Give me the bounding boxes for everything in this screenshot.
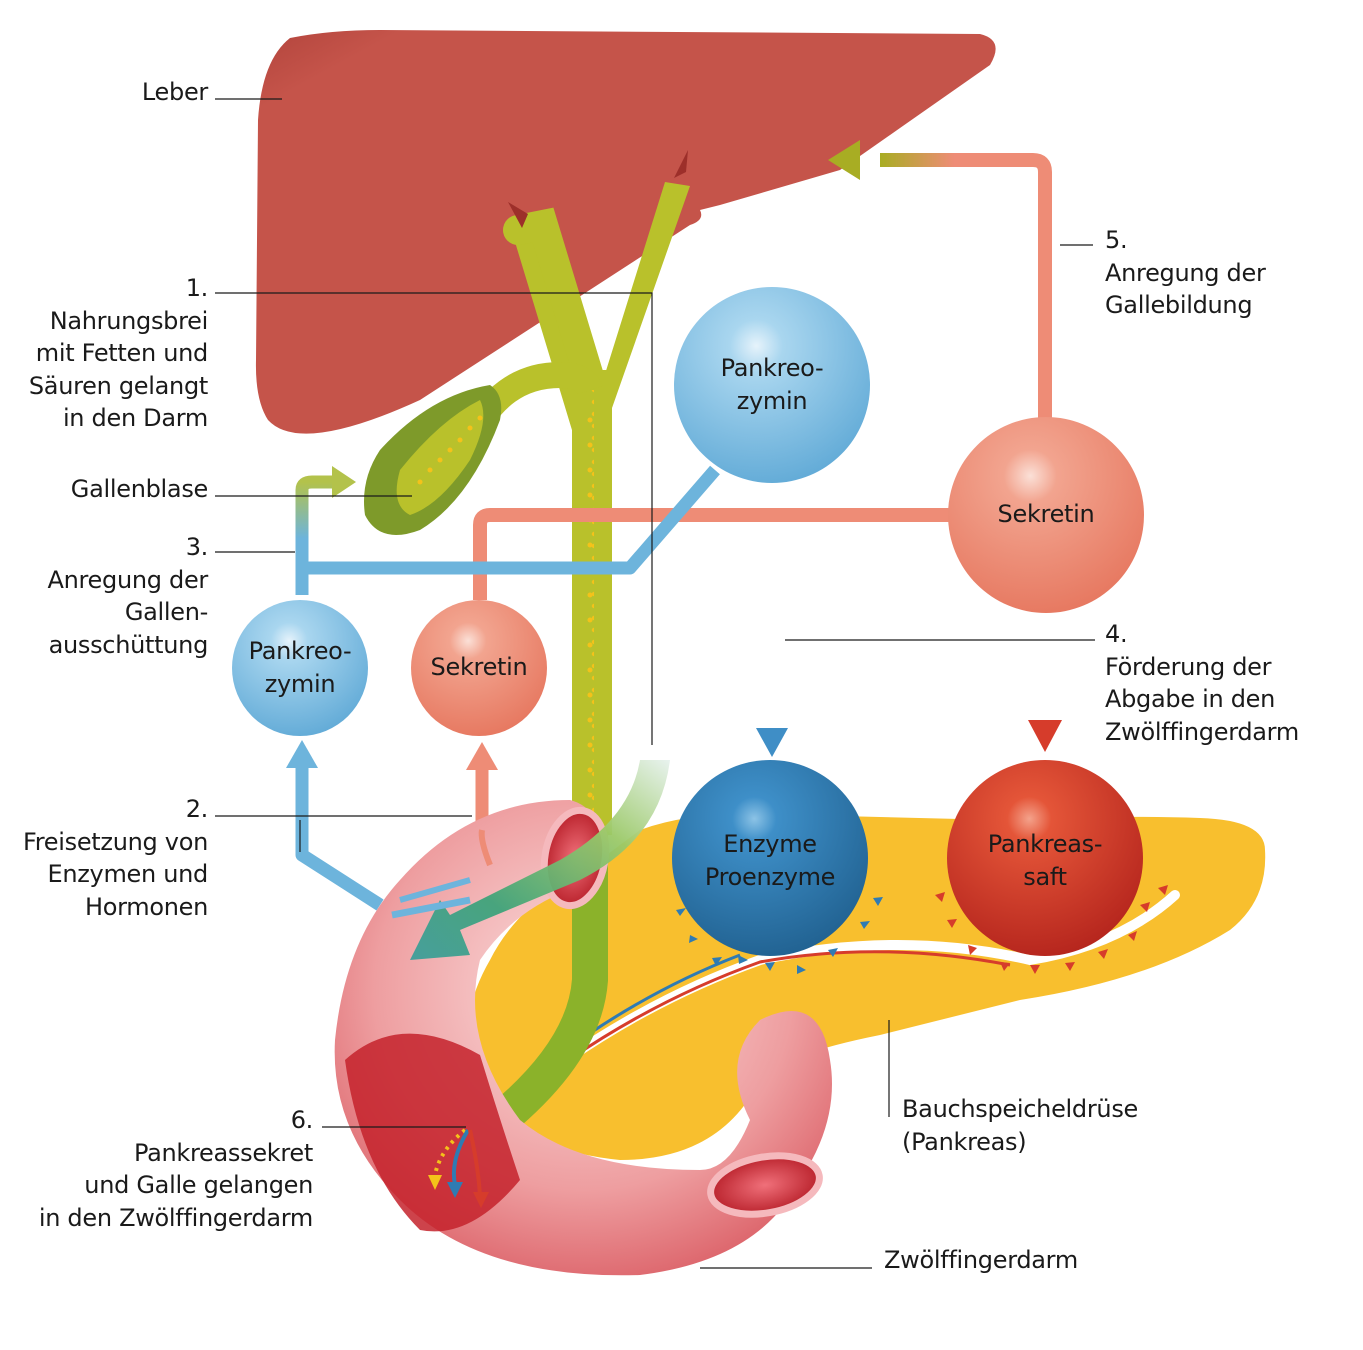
enzyme-triangles (676, 897, 883, 974)
hormone-pathways (286, 140, 1062, 911)
arrow-up-pankreozymin-icon (286, 740, 318, 768)
step-3-number: 3. (185, 533, 209, 561)
sphere-pankreozymin-large (674, 287, 870, 483)
leader-lines (215, 98, 1095, 1269)
sphere-pankreozymin-small (232, 600, 368, 736)
step-5: 5. Anregung der Gallebildung (1105, 226, 1266, 319)
step-1-number: 1. (185, 274, 209, 302)
step-4-number: 4. (1105, 620, 1128, 648)
sphere-sekretin-large (948, 417, 1144, 613)
liver-arrow-icon-left (508, 202, 528, 228)
liver-shape (255, 30, 996, 434)
sphere-pankreassaft (947, 760, 1143, 956)
chyme-arrow (410, 760, 670, 960)
step-1: 1. Nahrungsbrei mit Fetten und Säuren ge… (28, 274, 209, 432)
duodenum-cutaway (345, 1033, 520, 1232)
arrow-to-liver-icon (828, 140, 860, 180)
liver-arrow-icon-right (674, 150, 688, 178)
label-gallenblase: Gallenblase (70, 475, 209, 503)
arrow-to-gallbladder-icon (332, 466, 356, 498)
sphere-sekretin-small (411, 600, 547, 736)
arrow-up-sekretin-icon (466, 742, 498, 770)
step-2-number: 2. (185, 795, 209, 823)
step-6: 6. Pankreassekret und Galle gelangen in … (38, 1106, 314, 1232)
gallbladder (364, 385, 502, 535)
step-3: 3. Anregung der Gallen- ausschüttung (47, 533, 209, 659)
duodenum-lumen-right (707, 1152, 823, 1218)
arrow-to-pancreatic-juice-icon (1028, 720, 1062, 752)
label-leber: Leber (141, 78, 208, 106)
arrow-to-enzyme-icon (756, 728, 788, 757)
papilla-arrows (428, 1128, 489, 1208)
step-2: 2. Freisetzung von Enzymen und Hormonen (23, 795, 209, 921)
sphere-enzyme (672, 760, 868, 956)
label-zwoelffingerdarm: Zwölffingerdarm (884, 1246, 1078, 1274)
step-6-number: 6. (290, 1106, 314, 1134)
label-bauchspeicheldruese: Bauchspeicheldrüse (Pankreas) (902, 1095, 1138, 1156)
pancreatic-duct (495, 890, 1180, 1115)
step-5-number: 5. (1105, 226, 1128, 254)
pancreatic-juice-triangles (935, 885, 1168, 974)
step-4: 4. Förderung der Abgabe in den Zwölffing… (1105, 620, 1299, 746)
